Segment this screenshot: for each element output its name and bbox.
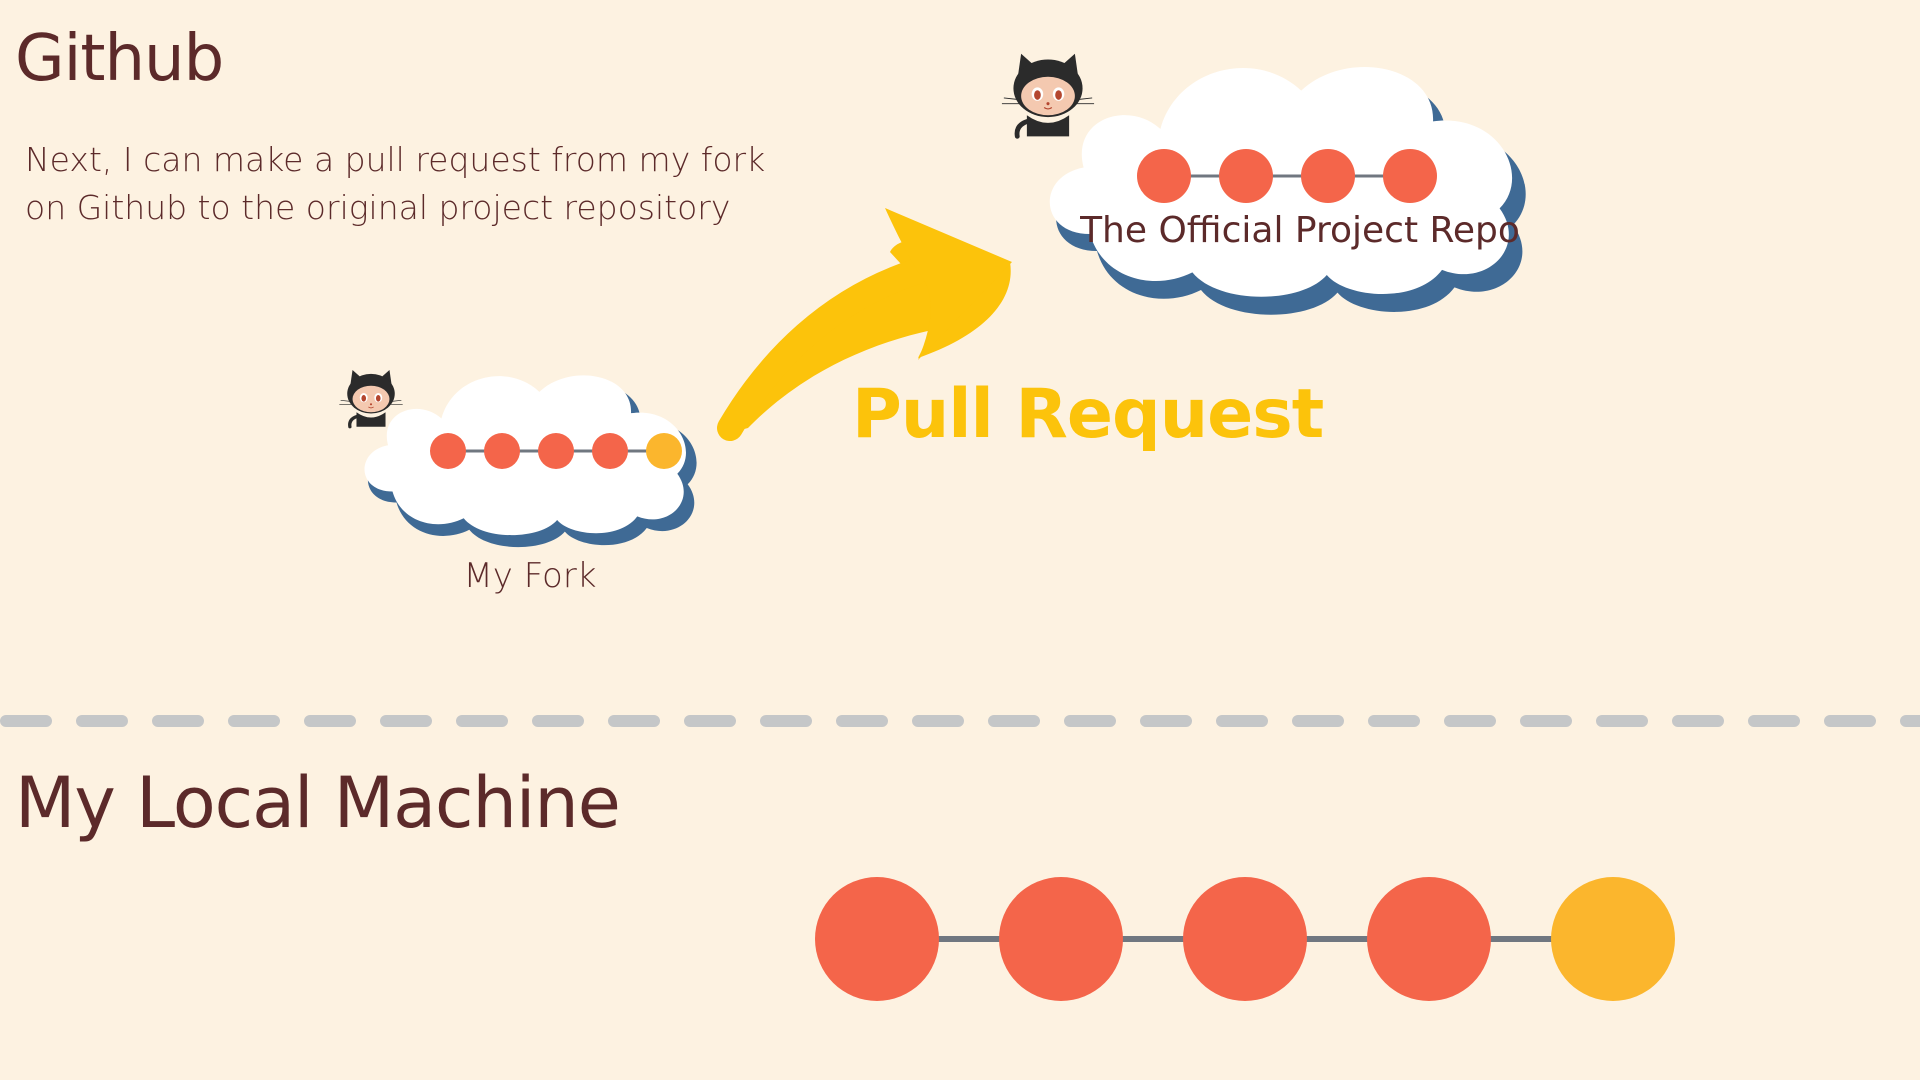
official-repo-label: The Official Project Repo — [1080, 210, 1520, 251]
github-section-title: Github — [15, 22, 224, 96]
local-commit-3 — [1183, 877, 1307, 1001]
local-machine-section-title: My Local Machine — [15, 762, 621, 844]
fork-label: My Fork — [463, 556, 597, 596]
pull-request-label: Pull Request — [852, 375, 1324, 454]
local-commit-graph — [815, 877, 1675, 1001]
official-commit-1 — [1137, 149, 1191, 203]
fork-commit-4 — [592, 433, 628, 469]
official-commit-3 — [1301, 149, 1355, 203]
fork-commit-1 — [430, 433, 466, 469]
description-line-2: on Github to the original project reposi… — [25, 188, 731, 227]
official-commit-graph — [1137, 149, 1437, 203]
fork-commit-graph — [430, 433, 682, 469]
local-commit-4 — [1367, 877, 1491, 1001]
description-line-1: Next, I can make a pull request from my … — [25, 140, 766, 179]
official-commit-4 — [1383, 149, 1437, 203]
fork-commit-3 — [538, 433, 574, 469]
fork-commit-5 — [646, 433, 682, 469]
fork-commit-2 — [484, 433, 520, 469]
local-commit-5 — [1551, 877, 1675, 1001]
local-commit-2 — [999, 877, 1123, 1001]
official-commit-2 — [1219, 149, 1273, 203]
octocat-icon — [1002, 54, 1094, 137]
local-commit-1 — [815, 877, 939, 1001]
octocat-icon — [339, 370, 402, 427]
official-repo-cloud — [1049, 66, 1526, 315]
arrow-icon — [717, 208, 1012, 441]
fork-cloud — [364, 375, 697, 548]
github-description: Next, I can make a pull request from my … — [25, 136, 785, 232]
